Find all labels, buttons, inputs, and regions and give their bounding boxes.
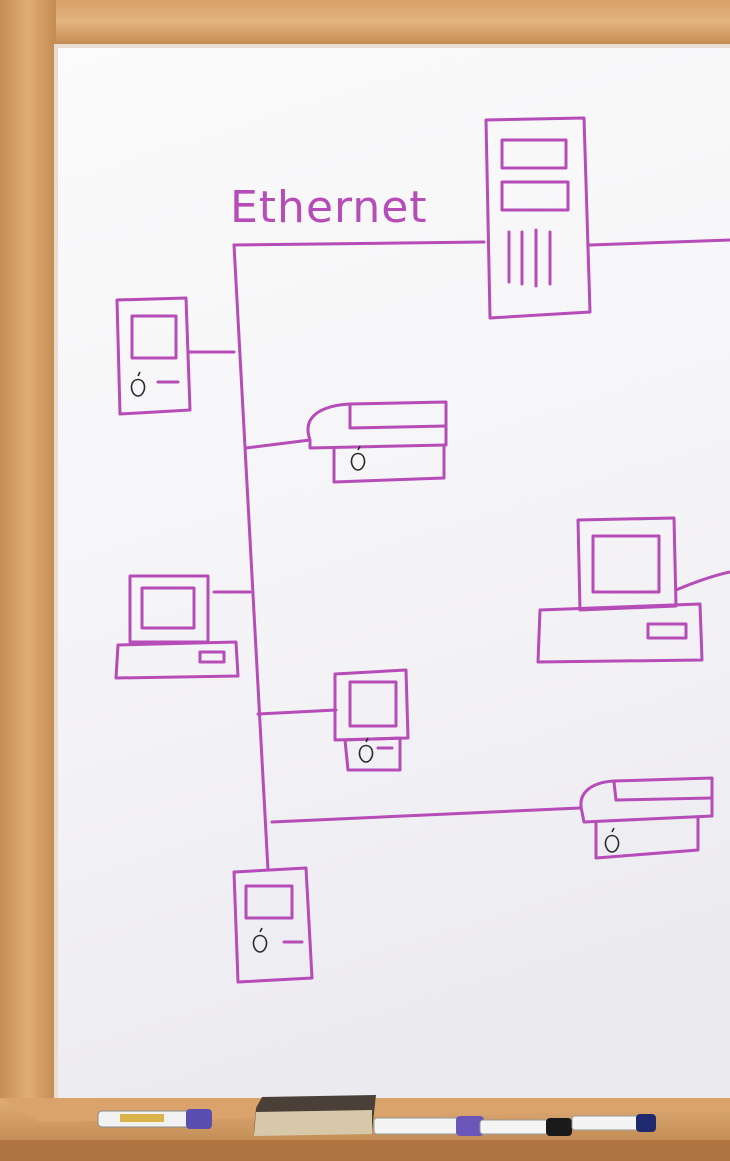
- marker-4: [572, 1114, 656, 1132]
- ethernet-label: Ethernet: [230, 182, 428, 233]
- marker-2: [374, 1116, 484, 1136]
- frame-left: [0, 0, 56, 1161]
- marker-3: [480, 1118, 572, 1136]
- frame-top: [0, 0, 730, 44]
- eraser: [254, 1095, 376, 1136]
- marker-1: [98, 1109, 212, 1129]
